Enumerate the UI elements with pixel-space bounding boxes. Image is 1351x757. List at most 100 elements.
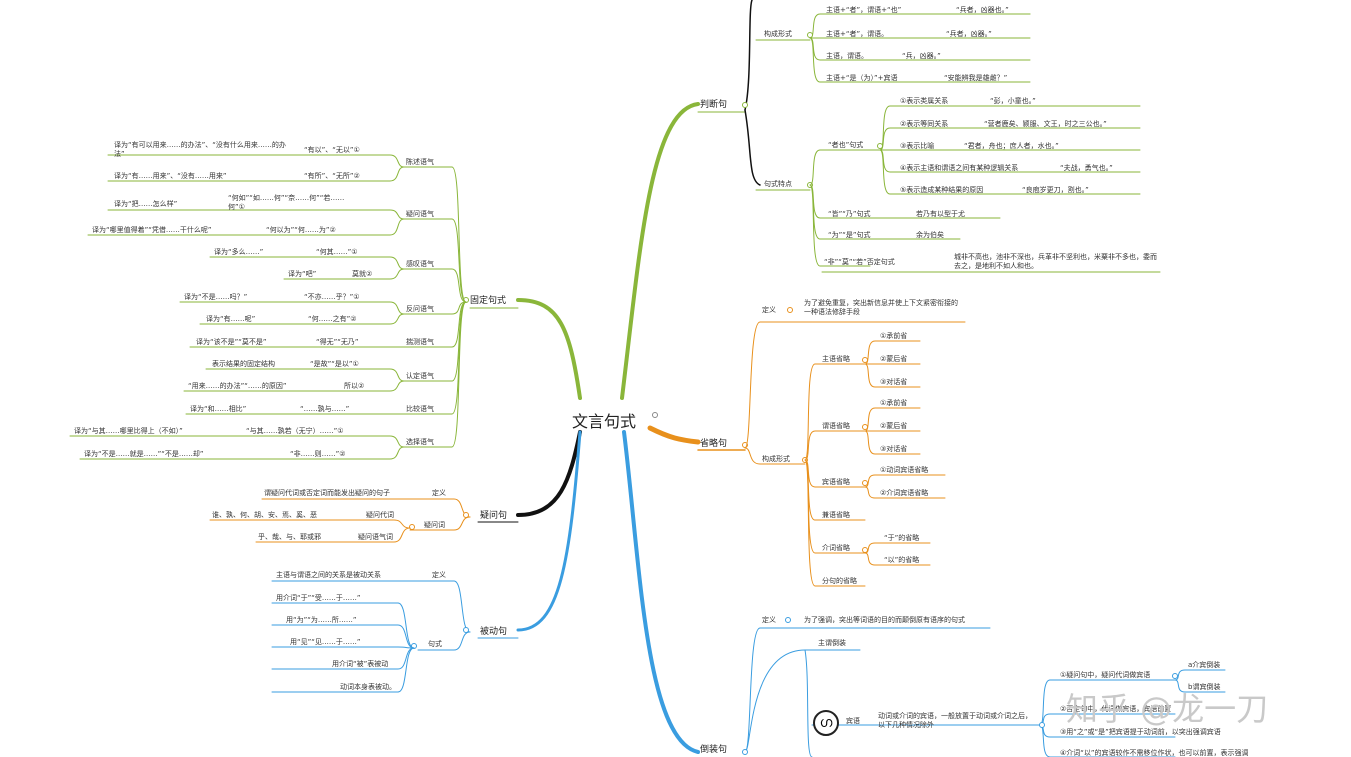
node-fixed-g2am[interactable]: “何如”“如……何”“奈……何”“若……何”① bbox=[228, 194, 345, 211]
node-judge-f1[interactable]: ①表示类属关系 bbox=[900, 97, 949, 105]
node-judge-s1e[interactable]: “兵者，凶器也。” bbox=[956, 6, 1009, 14]
node-toggle[interactable] bbox=[787, 307, 793, 313]
node-judge-f5[interactable]: ⑤表示造成某种结果的原因 bbox=[900, 186, 984, 194]
node-fixed-g3a[interactable]: 译为“多么……” bbox=[214, 248, 264, 256]
node-fixed-g5am[interactable]: “得无”“无乃” bbox=[316, 338, 359, 346]
node-fixed-g1b[interactable]: 译为“有……用来”、“没有……用来” bbox=[114, 172, 227, 180]
node-toggle[interactable] bbox=[877, 143, 883, 149]
node-fixed-g2a[interactable]: 译为“把……怎么样” bbox=[114, 200, 178, 208]
node-judge-s4[interactable]: 主语+“是（为）”+宾语 bbox=[826, 74, 898, 82]
node-omit-d1[interactable]: “于”的省略 bbox=[884, 534, 920, 542]
node-toggle[interactable] bbox=[862, 547, 868, 553]
node-fixed-g3bm[interactable]: 莫就② bbox=[352, 270, 373, 278]
node-passive-p2[interactable]: 用“为”“为……所……” bbox=[286, 616, 357, 624]
node-toggle[interactable] bbox=[409, 524, 415, 530]
node-invert-def[interactable]: 定义 bbox=[762, 616, 776, 624]
node-omit[interactable]: 省略句 bbox=[700, 439, 728, 449]
node-omit-pred[interactable]: 谓语省略 bbox=[822, 422, 850, 430]
node-invert-o2[interactable]: ②否定句中，代词做宾语，宾语前置 bbox=[1060, 705, 1172, 713]
root-node[interactable]: 文言句式 bbox=[572, 412, 637, 431]
node-toggle[interactable] bbox=[652, 412, 658, 418]
node-question-def-text[interactable]: 谓疑问代词或否定词而能发出疑问的句子 bbox=[264, 489, 390, 497]
node-fixed-g5[interactable]: 揣测语气 bbox=[406, 338, 434, 346]
node-judge-feie[interactable]: 城非不高也，池非不深也，兵革非不坚利也，米粟非不多也，委而去之，是地利不如人和也… bbox=[954, 253, 1157, 270]
node-omit-a1[interactable]: ①承前省 bbox=[880, 332, 908, 340]
node-invert-obj[interactable]: 宾语 bbox=[846, 717, 860, 725]
node-judge-f5e[interactable]: “良庖岁更刀，割也。” bbox=[1022, 186, 1089, 194]
node-invert-o1b[interactable]: b谓宾倒装 bbox=[1188, 683, 1221, 691]
node-judge-s3e[interactable]: “兵，凶器。” bbox=[902, 52, 941, 60]
node-passive[interactable]: 被动句 bbox=[480, 627, 508, 637]
node-question-words[interactable]: 疑问词 bbox=[424, 521, 445, 529]
node-passive-p4[interactable]: 用介词“被”表被动 bbox=[332, 660, 389, 668]
node-toggle[interactable] bbox=[807, 32, 813, 38]
node-judge-s1[interactable]: 主语+“者”，谓语+“也” bbox=[826, 6, 902, 14]
node-toggle[interactable] bbox=[1039, 722, 1045, 728]
node-question-w1m[interactable]: 疑问代词 bbox=[366, 511, 394, 519]
node-judge[interactable]: 判断句 bbox=[700, 100, 728, 110]
node-fixed-g8a[interactable]: 译为“与其……哪里比得上（不如）” bbox=[74, 427, 183, 435]
node-fixed-g4b[interactable]: 译为“有……呢” bbox=[206, 315, 256, 323]
node-judge-wei[interactable]: “为”“是”句式 bbox=[828, 231, 871, 239]
node-invert-o1[interactable]: ①疑问句中，疑问代词做宾语 bbox=[1060, 671, 1151, 679]
node-omit-c1[interactable]: ①动词宾语省略 bbox=[880, 466, 929, 474]
node-omit-b2[interactable]: ②蒙后省 bbox=[880, 422, 908, 430]
node-fixed-g1[interactable]: 陈述语气 bbox=[406, 158, 434, 166]
node-fixed-g4[interactable]: 反问语气 bbox=[406, 305, 434, 313]
node-toggle[interactable] bbox=[785, 617, 791, 623]
node-fixed-g2b[interactable]: 译为“哪里值得着”“凭借……干什么呢” bbox=[92, 226, 212, 234]
node-question[interactable]: 疑问句 bbox=[480, 511, 508, 521]
node-fixed-g8b[interactable]: 译为“不是……就是……”“不是……却” bbox=[84, 450, 204, 458]
node-judge-s4e[interactable]: “安能辨我是雄雌？” bbox=[944, 74, 1008, 82]
node-toggle[interactable] bbox=[742, 102, 748, 108]
node-fixed-g7am[interactable]: “……孰与……” bbox=[300, 405, 350, 413]
node-invert[interactable]: 倒装句 bbox=[700, 745, 728, 755]
node-fixed-g8[interactable]: 选择语气 bbox=[406, 438, 434, 446]
node-fixed-g8am[interactable]: “与其……孰若（无宁）……”① bbox=[246, 427, 344, 435]
node-fixed-g6bm[interactable]: 所以② bbox=[344, 382, 365, 390]
node-fixed-g3[interactable]: 感叹语气 bbox=[406, 260, 434, 268]
node-fixed-g1bm[interactable]: “有所”、“无所”② bbox=[304, 172, 360, 180]
node-omit-obj[interactable]: 宾语省略 bbox=[822, 478, 850, 486]
node-fixed-g7[interactable]: 比较语气 bbox=[406, 405, 434, 413]
node-fixed-g1a[interactable]: 译为“有可以用来……的办法”、“没有什么用来……的办法” bbox=[114, 141, 286, 158]
node-judge-f2e[interactable]: “营者鹿矣、颍服、文王，时之三公也。” bbox=[984, 120, 1107, 128]
node-judge-s2e[interactable]: “兵者，凶器。” bbox=[946, 30, 992, 38]
node-passive-p1[interactable]: 用介词“于”“受……于……” bbox=[276, 594, 361, 602]
node-judge-f3[interactable]: ③表示比喻 bbox=[900, 142, 935, 150]
node-passive-p3[interactable]: 用“见”“见……于……” bbox=[290, 638, 361, 646]
node-judge-yeshi[interactable]: “者也”句式 bbox=[828, 141, 864, 149]
node-passive-def[interactable]: 定义 bbox=[432, 571, 446, 579]
node-omit-a2[interactable]: ②蒙后省 bbox=[880, 355, 908, 363]
node-toggle[interactable] bbox=[742, 749, 748, 755]
node-judge-f3e[interactable]: “君者，舟也；庶人者，水也。” bbox=[964, 142, 1059, 150]
node-fixed-g8bm[interactable]: “非……则……”② bbox=[290, 450, 346, 458]
node-omit-attr[interactable]: 兼语省略 bbox=[822, 511, 850, 519]
node-toggle[interactable] bbox=[463, 512, 469, 518]
node-toggle[interactable] bbox=[862, 357, 868, 363]
node-judge-f1e[interactable]: “彭，小童也。” bbox=[990, 97, 1036, 105]
node-invert-o3[interactable]: ③用“之”或“是”把宾语提于动词前，以突出强调宾语 bbox=[1060, 728, 1221, 736]
node-fixed-g2bm[interactable]: “何以为”“何……为”② bbox=[266, 226, 336, 234]
node-fixed-g5a[interactable]: 译为“该不是”“莫不是” bbox=[196, 338, 267, 346]
node-fixed-g6[interactable]: 认定语气 bbox=[406, 372, 434, 380]
node-question-w1[interactable]: 谁、孰、何、胡、安、焉、奚、恶 bbox=[212, 511, 317, 519]
node-fixed-g2[interactable]: 疑问语气 bbox=[406, 210, 434, 218]
node-invert-o4[interactable]: ④介词“以”的宾语较作不需移位作状，也可以前置，表示强调 bbox=[1060, 749, 1249, 757]
node-invert-def-text[interactable]: 为了强调，突出等词语的目的而颠倒原有语序的句式 bbox=[804, 616, 965, 624]
node-fixed-g1am[interactable]: “有以”、“无以”① bbox=[304, 146, 360, 154]
node-judge-feature[interactable]: 句式特点 bbox=[764, 180, 792, 188]
node-omit-d2[interactable]: “以”的省略 bbox=[884, 556, 920, 564]
node-judge-weie[interactable]: 余为伯矣 bbox=[916, 231, 944, 239]
node-omit-clause[interactable]: 分句的省略 bbox=[822, 577, 857, 585]
node-passive-def-text[interactable]: 主语与谓语之间的关系是被动关系 bbox=[276, 571, 381, 579]
node-fixed-g6b[interactable]: “用来……的办法”“……的原因” bbox=[188, 382, 287, 390]
node-fixed-g3b[interactable]: 译为“吧” bbox=[288, 270, 317, 278]
node-omit-def-text[interactable]: 为了避免重复，突出新信息并使上下文紧密衔接的一种语法修辞手段 bbox=[804, 299, 958, 316]
node-invert-subj[interactable]: 主谓倒装 bbox=[818, 639, 846, 647]
node-judge-f4[interactable]: ④表示主语和谓语之间有某种逻辑关系 bbox=[900, 164, 1019, 172]
node-fixed-g3am[interactable]: “何其……”① bbox=[316, 248, 358, 256]
node-fixed-g4a[interactable]: 译为“不是……吗？” bbox=[184, 293, 248, 301]
node-passive-forms[interactable]: 句式 bbox=[428, 640, 442, 648]
node-omit-def[interactable]: 定义 bbox=[762, 306, 776, 314]
